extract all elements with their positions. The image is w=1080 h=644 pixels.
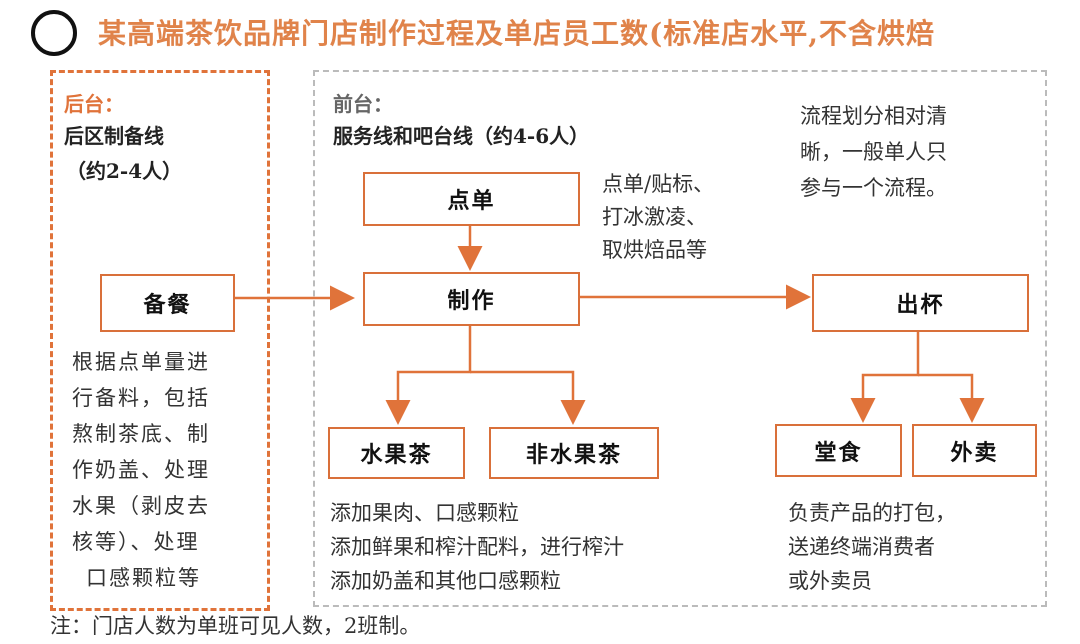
make-desc: 添加果肉、口感颗粒 添加鲜果和榨汁配料，进行榨汁 添加奶盖和其他口感颗粒 [330, 496, 624, 598]
desc-line: 负责产品的打包， [788, 501, 956, 525]
circle-icon [31, 10, 77, 56]
back-desc: 根据点单量进 行备料，包括 熬制茶底、制 作奶盖、处理 水果（剥皮去 核等）、处… [72, 344, 210, 596]
node-takeout: 外卖 [912, 424, 1037, 477]
back-area [50, 70, 270, 611]
back-line-label: 后区制备线 [64, 124, 164, 148]
desc-line: 添加果肉、口感颗粒 [330, 501, 519, 525]
arrow-serve-dine [850, 331, 920, 423]
desc-line: 作奶盖、处理 [72, 458, 210, 482]
note-line: 流程划分相对清 [800, 104, 947, 128]
back-staff: （约2-4人） [66, 159, 183, 183]
node-fruit-tea: 水果茶 [328, 427, 465, 479]
desc-line: 核等）、处理 [72, 530, 200, 554]
desc-line: 口感颗粒等 [86, 566, 201, 590]
node-serve: 出杯 [812, 274, 1029, 332]
order-desc: 点单/贴标、 打冰激凌、 取烘焙品等 [602, 168, 714, 267]
serve-desc: 负责产品的打包， 送递终端消费者 或外卖员 [788, 496, 956, 598]
desc-line: 水果（剥皮去 [72, 494, 210, 518]
desc-line: 点单/贴标、 [602, 172, 715, 196]
desc-line: 取烘焙品等 [602, 238, 707, 262]
desc-line: 根据点单量进 [72, 350, 210, 374]
desc-line: 行备料，包括 [72, 386, 210, 410]
footnote: 注：门店人数为单班可见人数，2班制。 [50, 614, 421, 638]
desc-line: 或外卖员 [788, 569, 872, 593]
desc-line: 送递终端消费者 [788, 535, 935, 559]
node-dine-in: 堂食 [775, 424, 902, 477]
desc-line: 熬制茶底、制 [72, 422, 210, 446]
back-heading: 后台： [64, 92, 124, 116]
desc-line: 打冰激凌、 [602, 205, 707, 229]
node-make: 制作 [363, 272, 580, 326]
note-line: 参与一个流程。 [800, 176, 947, 200]
front-note: 流程划分相对清 晰，一般单人只 参与一个流程。 [800, 98, 947, 206]
node-non-fruit-tea: 非水果茶 [489, 427, 659, 479]
arrow-make-fruit [385, 325, 472, 425]
front-line-label: 服务线和吧台线（约4-6人） [333, 124, 590, 148]
front-heading: 前台： [333, 92, 393, 116]
desc-line: 添加鲜果和榨汁配料，进行榨汁 [330, 535, 624, 559]
desc-line: 添加奶盖和其他口感颗粒 [330, 569, 561, 593]
front-area [313, 70, 1047, 607]
arrow-make-nonfruit [470, 370, 586, 425]
node-order: 点单 [363, 172, 580, 226]
node-prep: 备餐 [100, 274, 235, 332]
page-title: 某高端茶饮品牌门店制作过程及单店员工数(标准店水平,不含烘焙 [98, 17, 935, 50]
arrow-serve-takeout [918, 373, 985, 423]
note-line: 晰，一般单人只 [800, 140, 947, 164]
